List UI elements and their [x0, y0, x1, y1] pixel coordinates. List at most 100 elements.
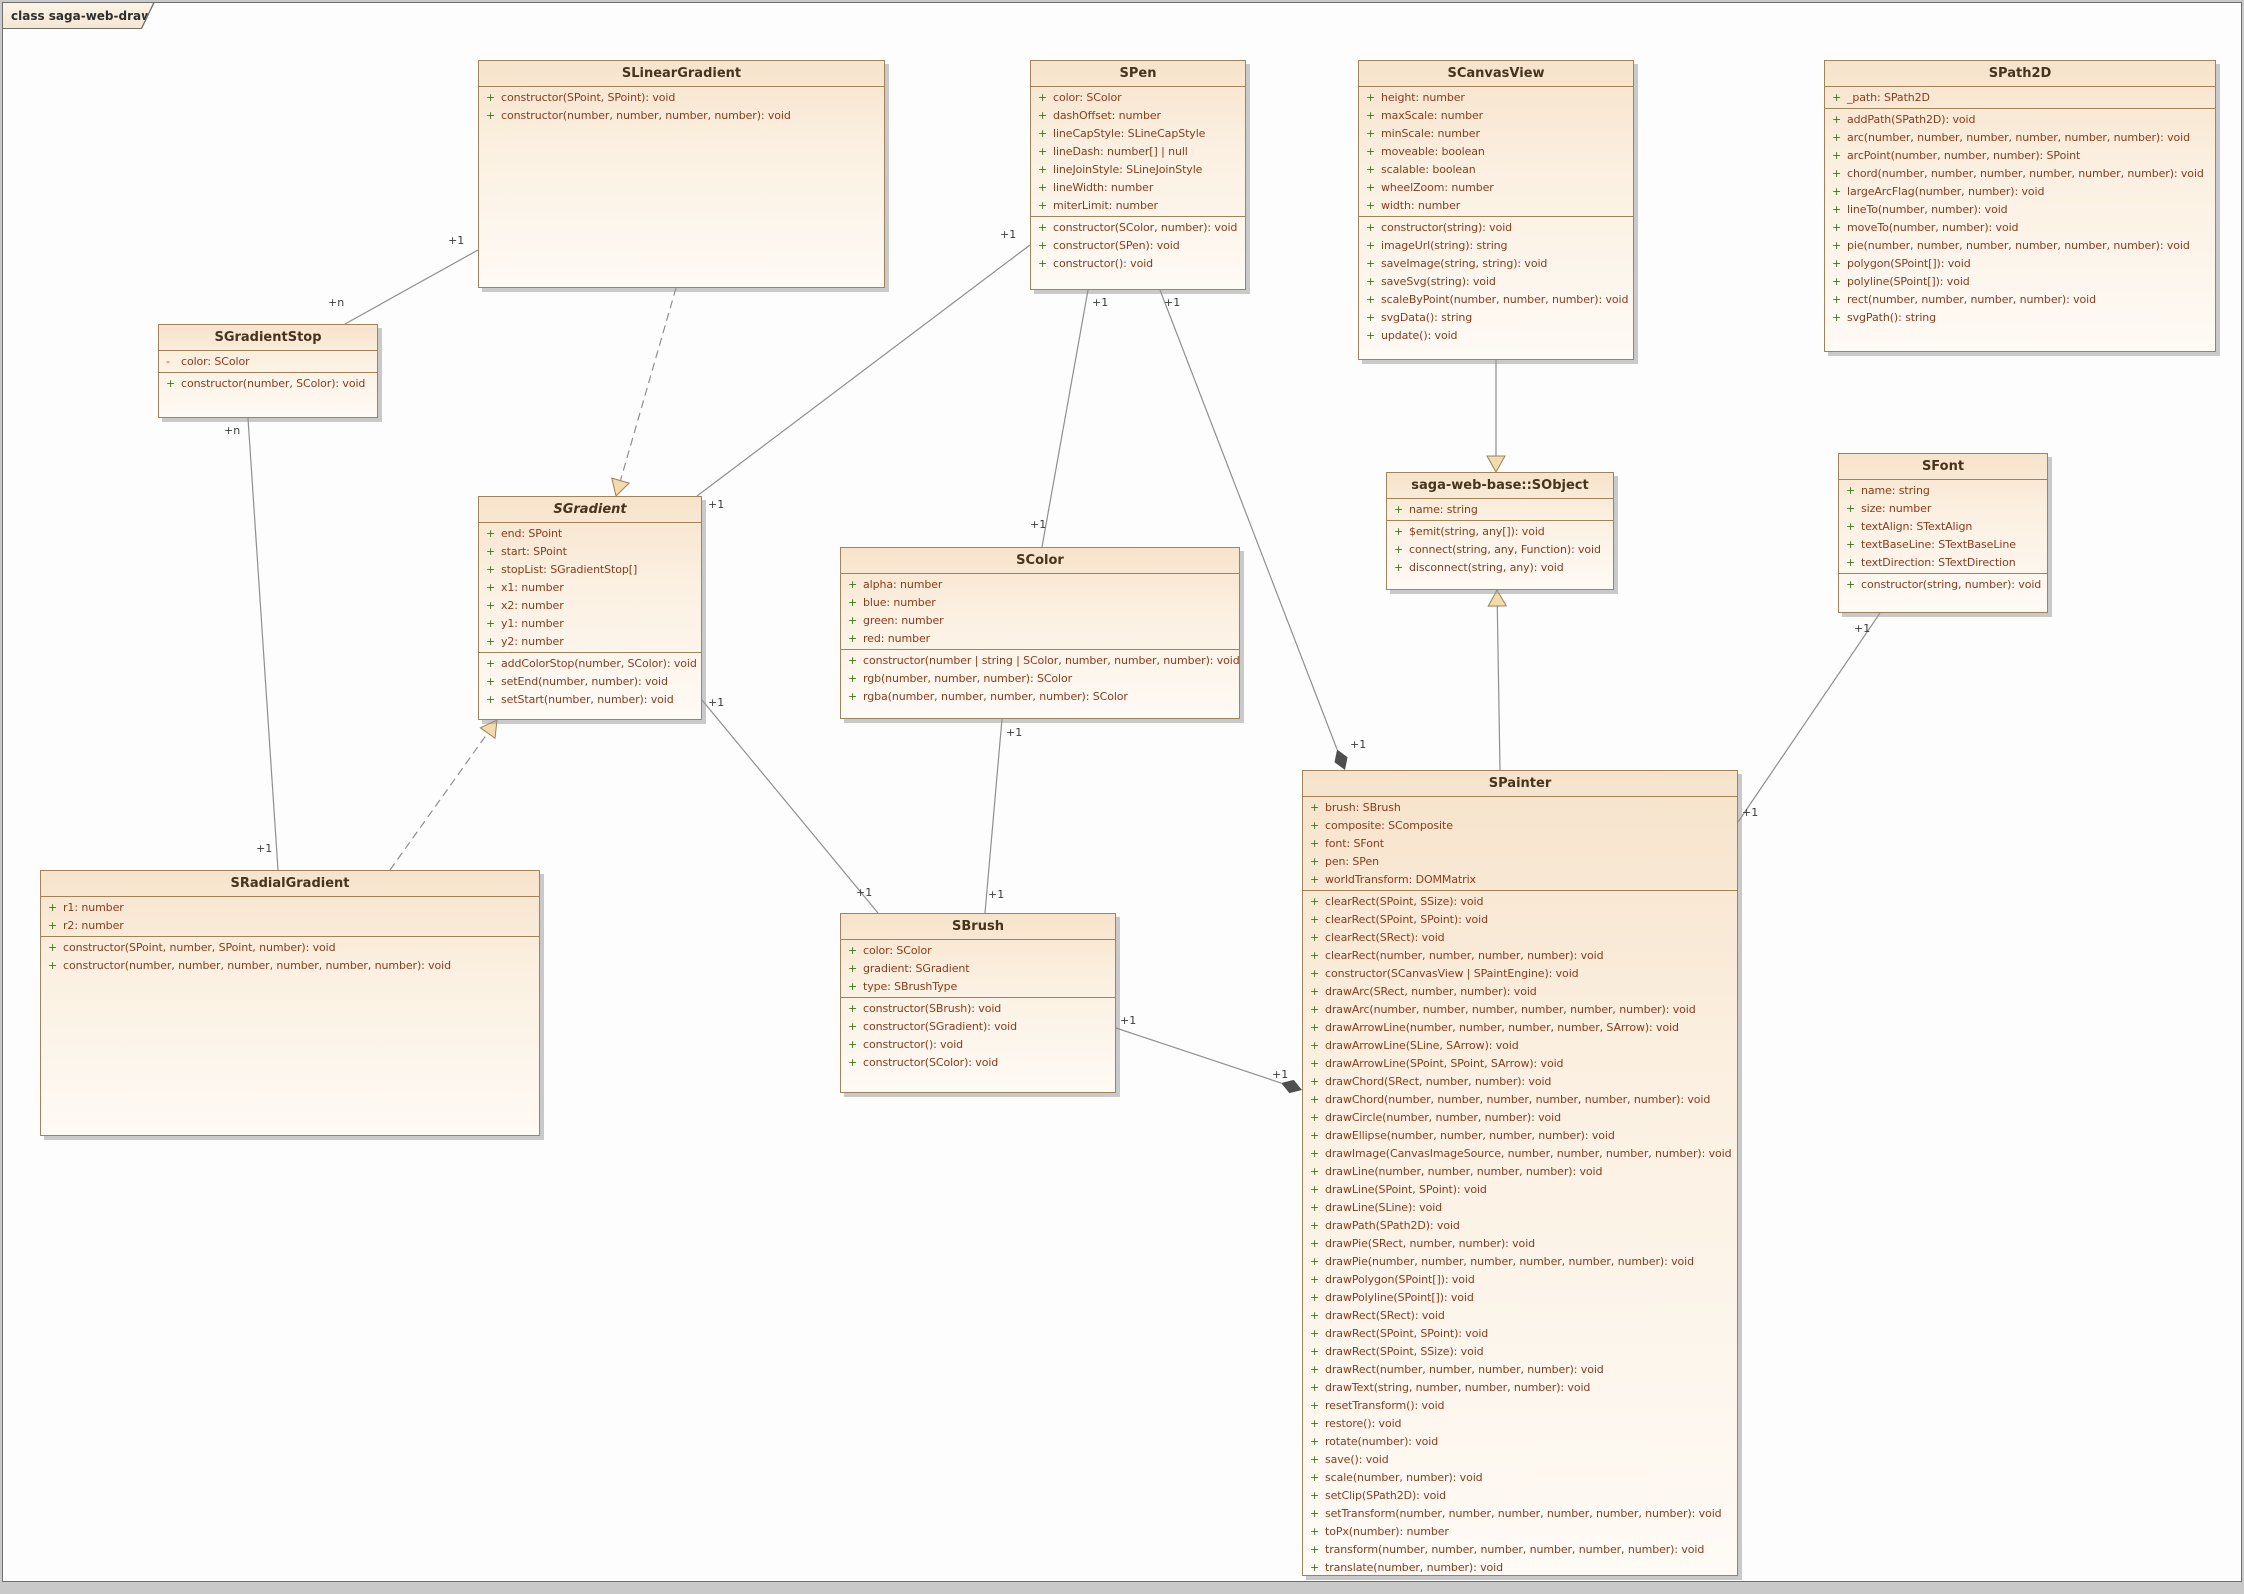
attribute-text: _path: SPath2D [1847, 91, 1930, 104]
visibility-marker: + [1366, 181, 1376, 194]
visibility-marker: + [1846, 538, 1856, 551]
visibility-marker: + [486, 599, 496, 612]
visibility-marker: + [1832, 221, 1842, 234]
method-text: drawRect(SRect): void [1325, 1309, 1445, 1322]
method-text: clearRect(number, number, number, number… [1325, 949, 1604, 962]
method-row: +constructor(SPoint, SPoint): void [479, 89, 884, 107]
attribute-row: +color: SColor [841, 942, 1115, 960]
visibility-marker: + [848, 1002, 858, 1015]
method-text: constructor(SColor): void [863, 1056, 999, 1069]
attribute-text: green: number [863, 614, 944, 627]
attribute-row: +textBaseLine: STextBaseLine [1839, 536, 2047, 554]
visibility-marker: + [1310, 1147, 1320, 1160]
method-row: +addColorStop(number, SColor): void [479, 655, 701, 673]
attribute-text: start: SPoint [501, 545, 567, 558]
class-title: SPen [1031, 61, 1245, 87]
method-text: drawChord(SRect, number, number): void [1325, 1075, 1552, 1088]
method-text: constructor(SBrush): void [863, 1002, 1002, 1015]
class-title: SPath2D [1825, 61, 2215, 87]
method-row: +drawArrowLine(SPoint, SPoint, SArrow): … [1303, 1055, 1737, 1073]
class-attributes: +color: SColor+dashOffset: number+lineCa… [1031, 87, 1245, 216]
attribute-row: +dashOffset: number [1031, 107, 1245, 125]
method-row: +clearRect(SPoint, SPoint): void [1303, 911, 1737, 929]
method-text: drawArc(number, number, number, number, … [1325, 1003, 1696, 1016]
method-text: addPath(SPath2D): void [1847, 113, 1976, 126]
method-row: +chord(number, number, number, number, n… [1825, 165, 2215, 183]
class-box-slineargradient[interactable]: SLinearGradient +constructor(SPoint, SPoi… [478, 60, 885, 288]
class-box-sobject[interactable]: saga-web-base::SObject+name: string+$emi… [1386, 472, 1614, 590]
visibility-marker: + [1832, 293, 1842, 306]
attribute-text: lineWidth: number [1053, 181, 1154, 194]
visibility-marker: + [1310, 931, 1320, 944]
attribute-text: lineCapStyle: SLineCapStyle [1053, 127, 1206, 140]
method-row: + addPath(SPath2D): void [1825, 111, 2215, 129]
class-box-sbrush[interactable]: SBrush+color: SColor+gradient: SGradient… [840, 913, 1116, 1093]
attribute-text: worldTransform: DOMMatrix [1325, 873, 1476, 886]
attribute-row: +scalable: boolean [1359, 161, 1633, 179]
class-box-spath2d[interactable]: SPath2D + _path: SPath2D + addPath(SPath2D):… [1824, 60, 2216, 352]
visibility-marker: + [1394, 503, 1404, 516]
visibility-marker: + [1038, 163, 1048, 176]
method-text: setTransform(number, number, number, num… [1325, 1507, 1722, 1520]
edge-sradialgradient-extends-sgradient [389, 732, 489, 871]
method-row: +constructor(number | string | SColor, n… [841, 652, 1239, 670]
class-box-scolor[interactable]: SColor+alpha: number+blue: number+green:… [840, 547, 1240, 719]
method-text: drawPath(SPath2D): void [1325, 1219, 1460, 1232]
method-text: update(): void [1381, 329, 1458, 342]
method-text: drawChord(number, number, number, number… [1325, 1093, 1711, 1106]
class-title: SLinearGradient [479, 61, 884, 87]
visibility-marker: + [1310, 1039, 1320, 1052]
method-row: +constructor(): void [1031, 255, 1245, 273]
attribute-text: maxScale: number [1381, 109, 1484, 122]
class-box-sfont[interactable]: SFont+name: string+size: number+textAlig… [1838, 453, 2048, 613]
method-text: constructor(SGradient): void [863, 1020, 1018, 1033]
visibility-marker: + [1310, 1291, 1320, 1304]
class-attributes: +alpha: number+blue: number+green: numbe… [841, 574, 1239, 649]
visibility-marker: + [1310, 1543, 1320, 1556]
class-box-sradialgradient[interactable]: SRadialGradient+r1: number+r2: number+co… [40, 870, 540, 1136]
method-text: constructor(number | string | SColor, nu… [863, 654, 1240, 667]
class-title: SGradient [479, 497, 701, 523]
method-text: drawRect(SPoint, SSize): void [1325, 1345, 1484, 1358]
visibility-marker: + [1310, 1075, 1320, 1088]
visibility-marker: + [1310, 1381, 1320, 1394]
attribute-row: +miterLimit: number [1031, 197, 1245, 215]
visibility-marker: + [1038, 91, 1048, 104]
method-text: save(): void [1325, 1453, 1389, 1466]
method-row: +setStart(number, number): void [479, 691, 701, 709]
method-text: drawArrowLine(SPoint, SPoint, SArrow): v… [1325, 1057, 1564, 1070]
visibility-marker: + [48, 959, 58, 972]
method-text: $emit(string, any[]): void [1409, 525, 1545, 538]
visibility-marker: + [1394, 543, 1404, 556]
method-text: clearRect(SPoint, SPoint): void [1325, 913, 1488, 926]
class-box-spainter[interactable]: SPainter+brush: SBrush+composite: SCompo… [1302, 770, 1738, 1576]
method-row: +update(): void [1359, 327, 1633, 345]
class-box-scanvasview[interactable]: SCanvasView+height: number+maxScale: num… [1358, 60, 1634, 360]
class-box-sgradient[interactable]: SGradient+end: SPoint+start: SPoint+stop… [478, 496, 702, 720]
visibility-marker: + [1846, 520, 1856, 533]
visibility-marker: + [1832, 113, 1842, 126]
visibility-marker: + [1310, 1183, 1320, 1196]
visibility-marker: + [1310, 1417, 1320, 1430]
method-text: arc(number, number, number, number, numb… [1847, 131, 2190, 144]
class-box-sgradientstop[interactable]: SGradientStop-color: SColor+constructor(… [158, 324, 378, 418]
visibility-marker: + [1832, 91, 1842, 104]
method-row: +clearRect(SRect): void [1303, 929, 1737, 947]
method-row: +polygon(SPoint[]): void [1825, 255, 2215, 273]
method-row: +setTransform(number, number, number, nu… [1303, 1505, 1737, 1523]
visibility-marker: + [1310, 1255, 1320, 1268]
visibility-marker: + [1038, 221, 1048, 234]
visibility-marker: + [1038, 239, 1048, 252]
method-text: transform(number, number, number, number… [1325, 1543, 1705, 1556]
method-row: + constructor(SBrush): void [841, 1000, 1115, 1018]
attribute-row: +red: number [841, 630, 1239, 648]
attribute-text: gradient: SGradient [863, 962, 970, 975]
class-box-spen[interactable]: SPen+color: SColor+dashOffset: number+li… [1030, 60, 1246, 290]
visibility-marker: + [486, 109, 496, 122]
method-row: +translate(number, number): void [1303, 1559, 1737, 1575]
visibility-marker: + [848, 980, 858, 993]
method-row: +$emit(string, any[]): void [1387, 523, 1613, 541]
attribute-row: +y2: number [479, 633, 701, 651]
method-text: constructor(): void [1053, 257, 1154, 270]
visibility-marker: + [48, 919, 58, 932]
